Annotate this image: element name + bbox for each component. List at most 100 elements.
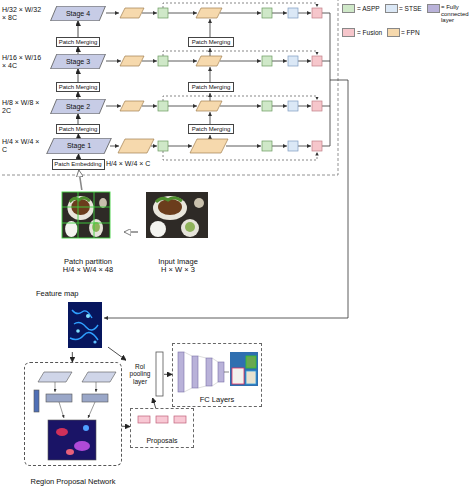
rpn-dashed-frame — [24, 362, 122, 466]
fc-layers-art — [178, 352, 258, 392]
node-text: Input Image — [158, 258, 198, 266]
text-group: Patch partitionH/4 × W/4 × 48 — [63, 258, 113, 275]
dimension-label: H/32 × W/32 × 8C — [2, 6, 46, 21]
legend-text: = FPN — [401, 29, 427, 36]
text-group: Proposals — [146, 437, 177, 445]
connector — [78, 47, 79, 54]
connector — [78, 134, 79, 138]
stage-shape — [51, 54, 106, 69]
input-photo — [146, 192, 208, 238]
dimension-label: H/16 × W/16 × 4C — [2, 54, 46, 69]
patch-grid — [62, 192, 110, 238]
node-rect: Patch Merging — [188, 37, 234, 47]
node-text: Patch partition — [63, 258, 113, 266]
backbone-frame — [0, 0, 338, 175]
stse-blocks — [288, 8, 298, 151]
node-rpn: Region Proposal Network — [24, 362, 122, 486]
connector — [153, 398, 156, 408]
legend-swatch — [387, 28, 400, 37]
node-rect: Patch Merging — [56, 124, 100, 134]
connector — [78, 92, 79, 99]
connector — [124, 231, 138, 233]
dimension-label: H/8 × W/8 × 2C — [2, 99, 46, 114]
legend-text: = STSE — [399, 5, 425, 12]
legend-text: = Fully connected layer — [441, 4, 471, 24]
text-group: Feature map — [36, 290, 79, 298]
fusion-blocks — [312, 8, 322, 151]
node-text: Proposals — [146, 437, 177, 445]
legend-text: = Fusion — [357, 29, 385, 36]
feature-map-image — [68, 302, 102, 348]
node-text: Feature map — [36, 290, 79, 298]
node-figb: Patch partitionH/4 × W/4 × 48 — [52, 190, 124, 274]
node-dash: Proposals — [130, 408, 194, 448]
text-group: Patch Merging — [192, 126, 231, 133]
node-text: H/4 × W/4 × 48 — [63, 266, 113, 274]
roi-pooling-bar — [156, 352, 163, 396]
text-group: Region Proposal Network — [30, 478, 115, 486]
node-rect: Patch Merging — [188, 82, 234, 92]
node-text: Stage 1 — [67, 142, 91, 150]
node-para: Stage 4 — [50, 6, 106, 21]
stage-shape — [47, 138, 112, 154]
node-rect: Patch Merging — [188, 124, 234, 134]
dimension-label: H/4 × W/4 × C — [2, 138, 46, 153]
legend-swatch — [342, 28, 355, 37]
stage-shape — [51, 6, 106, 21]
legend-swatch — [427, 4, 440, 13]
text-group: Stage 4 — [66, 10, 90, 18]
node-text: Patch Merging — [59, 39, 98, 46]
text-group: Stage 1 — [67, 142, 91, 150]
node-text: Patch Embedding — [54, 161, 101, 168]
legend-swatch — [342, 4, 355, 13]
node-para: Stage 1 — [46, 138, 112, 154]
connector — [78, 114, 79, 124]
text-group: Stage 2 — [66, 103, 90, 111]
partition-photo — [62, 192, 110, 238]
node-text: Patch Merging — [59, 126, 98, 133]
text-group: Input ImageH × W × 3 — [158, 258, 198, 275]
text-group: FC Layers — [200, 396, 235, 404]
skip-connections — [163, 3, 317, 160]
connector — [79, 170, 82, 190]
node-text: Stage 3 — [66, 58, 90, 66]
node-text: RoI pooling layer — [126, 363, 154, 384]
stage-to-fpn-arrows — [104, 13, 348, 318]
node-text: Stage 4 — [66, 10, 90, 18]
connector — [72, 352, 73, 362]
text-group: Stage 3 — [66, 58, 90, 66]
rpn-internals — [34, 372, 116, 460]
node-rect: Patch Embedding — [52, 159, 105, 170]
node-text: FC Layers — [200, 396, 235, 404]
node-dash: FC Layers — [172, 343, 262, 407]
node-text: Patch Merging — [192, 39, 231, 46]
connector — [108, 347, 126, 360]
text-group: Patch Merging — [59, 126, 98, 133]
node-rect: Patch Merging — [56, 82, 100, 92]
connector — [122, 426, 130, 427]
legend-swatch — [385, 4, 398, 13]
proposal-boxes — [138, 416, 186, 423]
node-para: Stage 3 — [50, 54, 106, 69]
node-text: Stage 2 — [66, 103, 90, 111]
node-text: Patch Merging — [59, 84, 98, 91]
text-group: Patch Merging — [59, 84, 98, 91]
node-rect: Patch Merging — [56, 37, 100, 47]
connector — [78, 69, 79, 82]
text-group: Patch Merging — [192, 39, 231, 46]
node-text: Region Proposal Network — [30, 478, 115, 486]
text-group: RoI pooling layer — [126, 363, 154, 384]
node-roi: RoI pooling layer — [126, 350, 164, 398]
connector — [78, 21, 79, 37]
node-text: Patch Merging — [192, 84, 231, 91]
node-text: Patch Merging — [192, 126, 231, 133]
dimension-label: H/4 × W/4 × C — [106, 160, 160, 168]
legend-text: = ASPP — [357, 5, 385, 12]
node-figt: Feature map — [36, 290, 108, 352]
node-para: Stage 2 — [50, 99, 106, 114]
stage-shape — [51, 99, 106, 114]
text-group: Patch Embedding — [54, 161, 101, 168]
